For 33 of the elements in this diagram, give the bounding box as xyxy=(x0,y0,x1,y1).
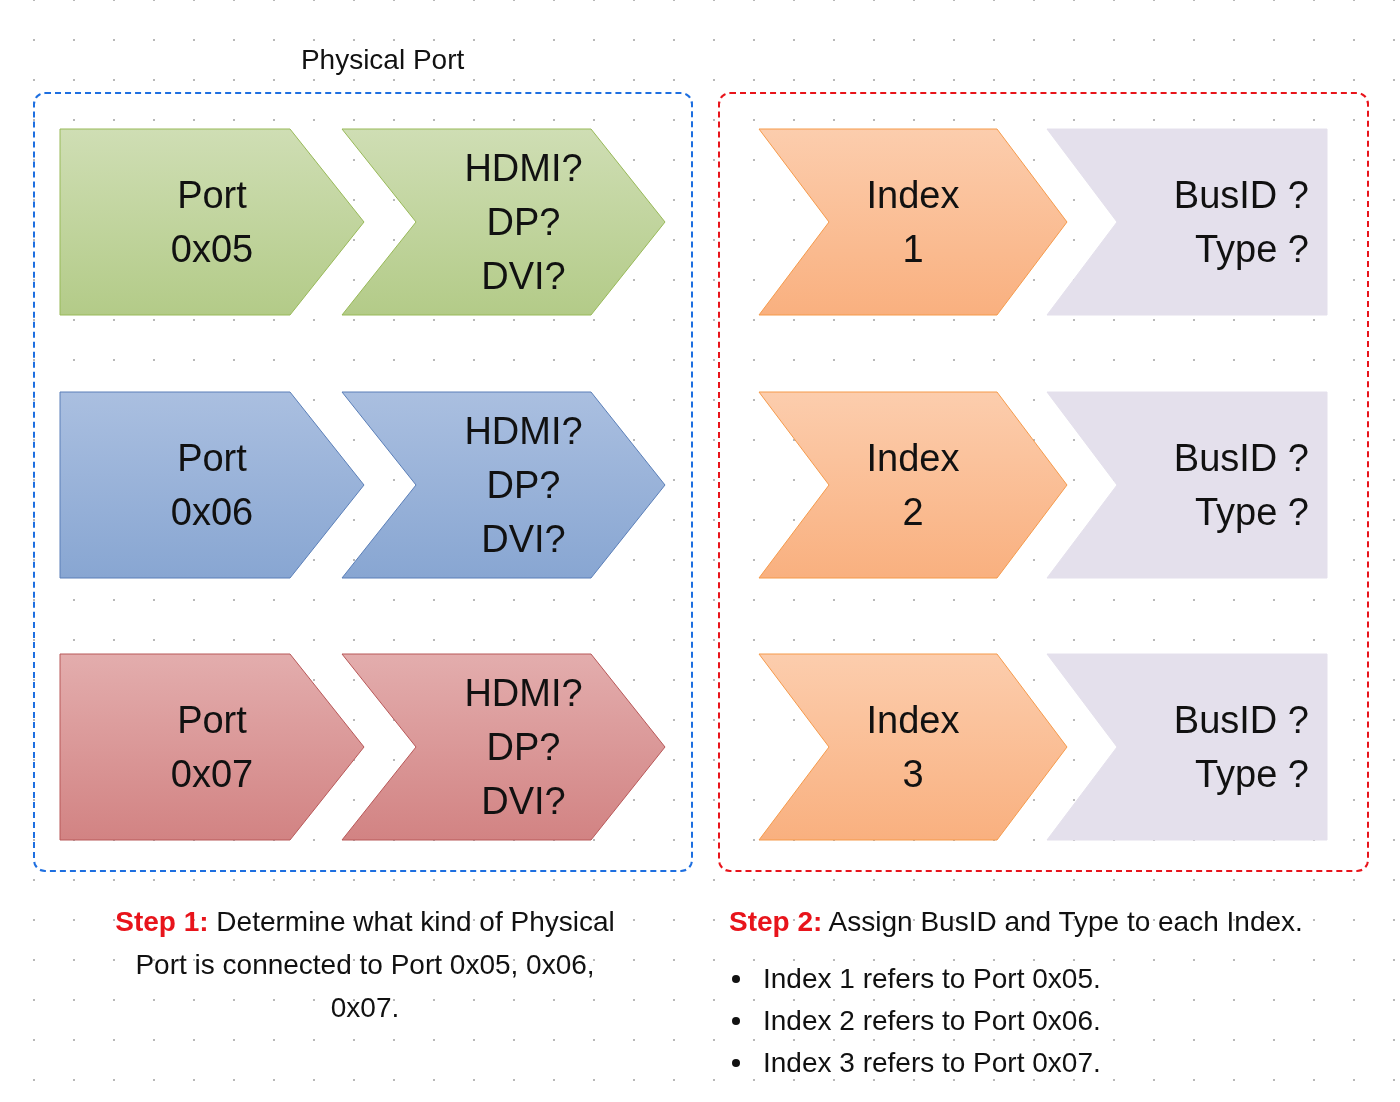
bullet-text: Index 1 refers to Port 0x05. xyxy=(763,962,1101,996)
node-label: Type ? xyxy=(1194,490,1309,535)
node-label: Type ? xyxy=(1194,227,1309,272)
chevron-shape xyxy=(759,392,1067,578)
node-label: Type ? xyxy=(1194,752,1309,797)
step-description: Step 2: Assign BusID and Type to each Index. xyxy=(729,905,1304,939)
group-frame xyxy=(718,92,1369,872)
bullet-text: Index 3 refers to Port 0x07. xyxy=(763,1046,1101,1080)
chevron-shape xyxy=(759,654,1067,840)
node-label: HDMI? DP? DVI? xyxy=(464,409,583,562)
node-label: Port 0x05 xyxy=(170,173,254,272)
chevron-shape xyxy=(60,392,364,578)
node-label: BusID ? xyxy=(1173,436,1309,481)
chevron-shape xyxy=(342,129,665,315)
node-label: Port 0x06 xyxy=(170,436,254,535)
chevron-shape xyxy=(60,654,364,840)
node-label: Index 1 xyxy=(866,173,960,272)
node-label: HDMI? DP? DVI? xyxy=(464,146,583,299)
chevron-shape xyxy=(60,129,364,315)
node-label: BusID ? xyxy=(1173,173,1309,218)
node-label: Index 2 xyxy=(866,436,960,535)
node-label: Port 0x07 xyxy=(170,698,254,797)
chevron-shape xyxy=(342,392,665,578)
bullet-text: Index 2 refers to Port 0x06. xyxy=(763,1004,1101,1038)
node-label: Index 3 xyxy=(866,698,960,797)
node-label: HDMI? DP? DVI? xyxy=(464,671,583,824)
node-label: BusID ? xyxy=(1173,698,1309,743)
chevron-shape xyxy=(1047,392,1327,578)
chevron-shape xyxy=(1047,129,1327,315)
step-description: Step 1: Determine what kind of Physical Port is connected to Port 0x05, 0x06, 0x07. xyxy=(114,905,616,1025)
chevron-shape xyxy=(342,654,665,840)
chevron-shape xyxy=(759,129,1067,315)
chevron-shape xyxy=(1047,654,1327,840)
